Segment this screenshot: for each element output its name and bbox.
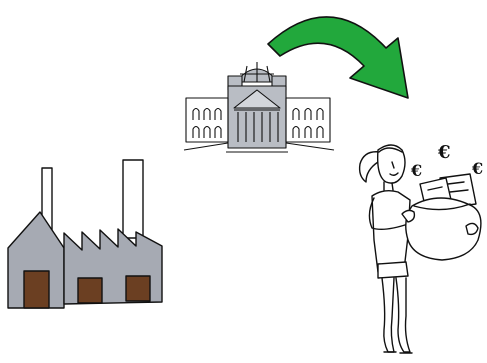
building-columns	[237, 112, 279, 142]
curved-arrow-icon	[267, 16, 409, 99]
money-sack-icon	[401, 173, 482, 261]
woman-hand	[401, 209, 416, 223]
building-wing-right	[285, 97, 331, 143]
woman-hand	[465, 222, 479, 236]
factory-door	[125, 275, 151, 302]
woman-with-money-sack-icon	[358, 144, 413, 354]
euro-symbol: €	[437, 142, 451, 163]
euro-symbol: €	[410, 161, 422, 180]
parliament-building-icon	[183, 62, 335, 153]
building-pediment	[233, 89, 281, 109]
woman-leg-left	[381, 277, 395, 353]
factory-door	[77, 277, 103, 304]
woman-leg-right	[395, 277, 411, 353]
woman-torso	[371, 189, 411, 273]
currency-symbols: € € €	[410, 142, 483, 180]
money-sack-body	[405, 197, 482, 261]
factory-chimney	[122, 159, 144, 239]
woman-hair	[358, 151, 381, 183]
euro-symbol: €	[471, 159, 483, 178]
building-wing-left	[185, 97, 229, 143]
building-windows	[192, 107, 324, 138]
factory-door	[23, 270, 50, 309]
factory-icon	[7, 159, 163, 309]
building-steps	[183, 142, 335, 153]
arrow-shaft	[267, 16, 409, 99]
woman-skirt	[377, 261, 409, 279]
woman-arm-left	[368, 197, 409, 231]
